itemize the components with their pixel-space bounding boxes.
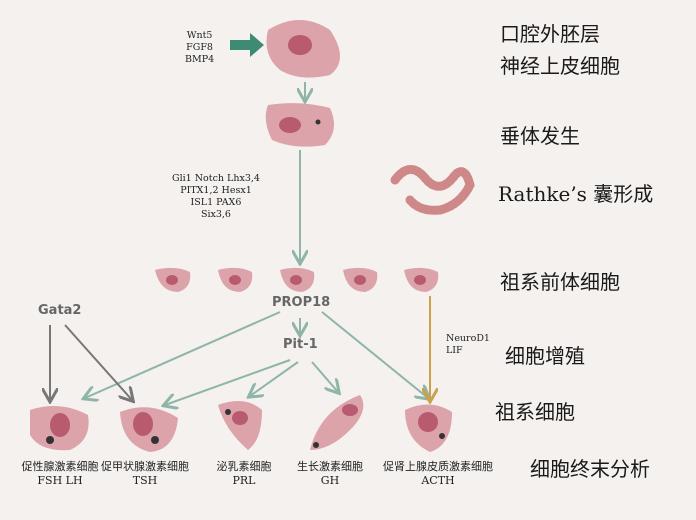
factor-prop18: PROP18	[272, 295, 331, 310]
somatotroph-cell	[310, 395, 364, 450]
cell-abbr: GH	[320, 474, 340, 487]
thyrotroph-cell	[120, 407, 178, 452]
mid-signals: Gli1 Notch Lhx3,4 PITX1,2 Hesx1 ISL1 PAX…	[172, 173, 260, 221]
neuro-factors: NeuroD1 LIF	[446, 333, 490, 357]
cell-abbr: ACTH	[421, 474, 455, 487]
stage-proliferation: 细胞增殖	[505, 344, 585, 368]
factor-neurod1: NeuroD1	[446, 333, 490, 344]
signal-arrow	[230, 33, 264, 57]
signal-line: Six3,6	[200, 209, 231, 220]
corticotroph-cell	[405, 404, 452, 452]
factor-pit1: Pit-1	[283, 337, 318, 352]
lactotroph-cell	[218, 401, 262, 450]
factor-gata2: Gata2	[38, 303, 82, 318]
signal-bmp4: BMP4	[185, 54, 215, 65]
cell-name: 促性腺激素细胞	[21, 460, 99, 473]
stage-ectoderm: 口腔外胚层	[500, 22, 600, 46]
stage-neuroepithelium: 神经上皮细胞	[500, 54, 620, 78]
top-signals: Wnt5 FGF8 BMP4	[185, 30, 214, 66]
cell-name: 促肾上腺皮质激素细胞	[383, 460, 493, 473]
cell-abbr: PRL	[232, 474, 256, 487]
cell-name: 促甲状腺激素细胞	[101, 460, 189, 473]
precursor-cells	[155, 267, 439, 292]
signal-wnt5: Wnt5	[186, 30, 213, 41]
rathke-pouch	[390, 165, 475, 215]
signal-line: Gli1 Notch Lhx3,4	[172, 173, 260, 184]
neuroepithelial-cell	[265, 103, 334, 147]
cell-name: 泌乳素细胞	[216, 460, 272, 473]
stage-precursor: 祖系前体细胞	[500, 270, 620, 294]
cell-abbr: TSH	[132, 474, 158, 487]
gonadotroph-cell	[30, 406, 89, 451]
signal-line: ISL1 PAX6	[190, 197, 242, 208]
cell-abbr: FSH LH	[37, 474, 83, 487]
signal-fgf8: FGF8	[186, 42, 213, 53]
signal-line: PITX1,2 Hesx1	[180, 185, 252, 196]
factor-lif: LIF	[446, 345, 463, 356]
stage-terminal: 细胞终末分析	[530, 457, 650, 481]
ectoderm-cell	[266, 20, 340, 78]
cell-name: 生长激素细胞	[297, 460, 363, 473]
stage-pituitary-genesis: 垂体发生	[500, 124, 580, 148]
stage-rathke: Rathke’s 囊形成	[498, 182, 654, 206]
stage-progenitor: 祖系细胞	[495, 400, 575, 424]
